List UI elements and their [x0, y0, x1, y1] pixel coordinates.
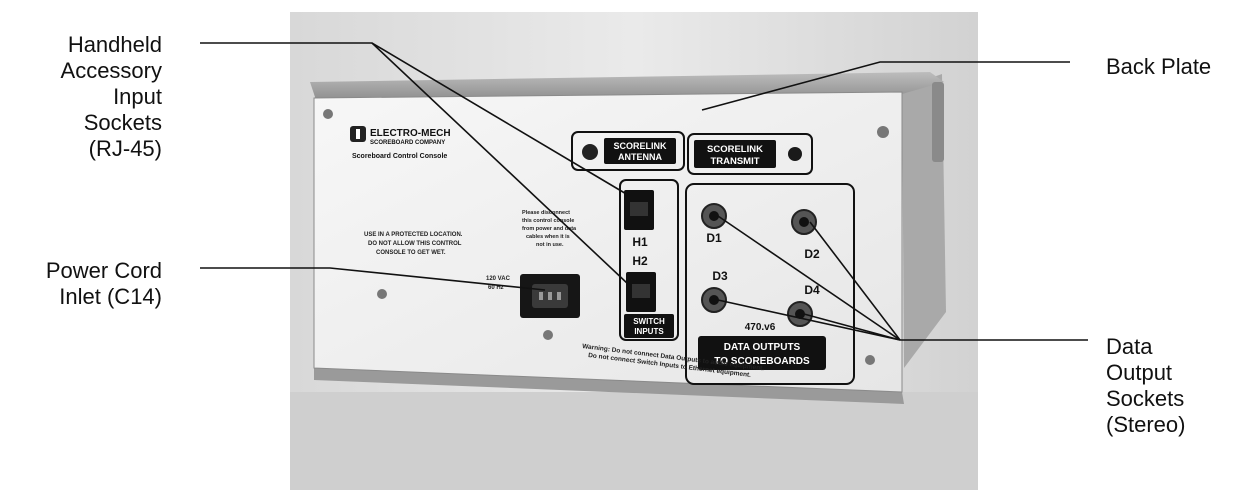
callout-back-plate: Back Plate — [1106, 54, 1211, 80]
power-pin — [548, 292, 552, 300]
switch-inputs-label-line: INPUTS — [634, 327, 664, 336]
disconnect-note-line: Please disconnect — [522, 210, 570, 216]
callout-power-cord-inlet: Power Cord Inlet (C14) — [46, 258, 162, 310]
h2-label: H2 — [632, 254, 648, 268]
disconnect-note-line: not in use. — [536, 242, 564, 248]
callout-line: Sockets — [1106, 386, 1185, 411]
transmit-label-line: TRANSMIT — [710, 156, 759, 167]
screw — [865, 355, 875, 365]
rj45-opening — [630, 202, 648, 216]
d3-label: D3 — [712, 269, 728, 283]
callout-line: (RJ-45) — [88, 136, 162, 161]
antenna-connector — [582, 144, 598, 160]
location-warning-line: USE IN A PROTECTED LOCATION. — [364, 232, 463, 238]
callout-line: Data — [1106, 334, 1153, 359]
callout-line: Handheld — [67, 32, 162, 57]
antenna-label-line: SCORELINK — [613, 141, 667, 151]
callout-line: Output — [1106, 360, 1173, 385]
callout-data-output-sockets: Data Output Sockets (Stereo) — [1106, 334, 1185, 438]
power-pin — [539, 292, 543, 300]
callout-line: Input — [113, 84, 162, 109]
version-label: 470.v6 — [745, 322, 776, 333]
product-name: Scoreboard Control Console — [352, 153, 447, 160]
location-warning-line: DO NOT ALLOW THIS CONTROL — [368, 241, 462, 247]
callout-line: Sockets — [83, 110, 162, 135]
callout-line: Power Cord — [45, 258, 162, 283]
location-warning-line: CONSOLE TO GET WET. — [376, 250, 446, 256]
transmit-label-line: SCORELINK — [707, 144, 763, 155]
transmit-label-box — [694, 140, 776, 168]
screw — [323, 109, 333, 119]
screw — [377, 289, 387, 299]
stereo-socket-hole — [799, 217, 809, 227]
brand-logo-stripe — [356, 129, 360, 139]
transmit-indicator-led — [788, 147, 802, 161]
data-outputs-label-box — [698, 336, 826, 370]
brand-subtitle: SCOREBOARD COMPANY — [370, 140, 445, 146]
table-surface — [290, 392, 978, 490]
console-photo: ELECTRO-MECH SCOREBOARD COMPANY Scoreboa… — [290, 12, 978, 490]
stereo-socket-hole — [709, 211, 719, 221]
screw — [543, 330, 553, 340]
data-outputs-label-line: TO SCOREBOARDS — [714, 356, 810, 367]
stereo-socket-hole — [795, 309, 805, 319]
power-pin — [557, 292, 561, 300]
switch-inputs-label-box — [624, 314, 674, 338]
h1-label: H1 — [632, 235, 648, 249]
d4-label: D4 — [804, 283, 820, 297]
voltage-label: 120 VAC — [486, 276, 511, 282]
transmit-panel — [687, 133, 813, 175]
frequency-label: 60 Hz — [488, 285, 504, 291]
console-bottom-rim — [314, 368, 904, 404]
callout-line: (Stereo) — [1106, 412, 1186, 437]
callout-line: Back Plate — [1106, 54, 1212, 79]
screw — [877, 126, 889, 138]
disconnect-note-line: from power and data — [522, 226, 577, 232]
disconnect-note-line: cables when it is — [526, 234, 570, 240]
switch-inputs-label-line: SWITCH — [633, 317, 665, 326]
d2-label: D2 — [804, 247, 820, 261]
disconnect-note-line: this control console — [522, 218, 574, 224]
side-bracket — [932, 82, 944, 162]
callout-line: Accessory — [60, 58, 162, 83]
rj45-opening — [632, 284, 650, 298]
callout-line: Inlet (C14) — [59, 284, 162, 309]
callout-handheld-accessory-sockets: Handheld Accessory Input Sockets (RJ-45) — [61, 32, 162, 162]
antenna-label-line: ANTENNA — [618, 152, 662, 162]
stereo-socket-hole — [709, 295, 719, 305]
d1-label: D1 — [706, 231, 722, 245]
brand-name: ELECTRO-MECH — [370, 128, 451, 139]
data-outputs-label-line: DATA OUTPUTS — [724, 342, 801, 353]
